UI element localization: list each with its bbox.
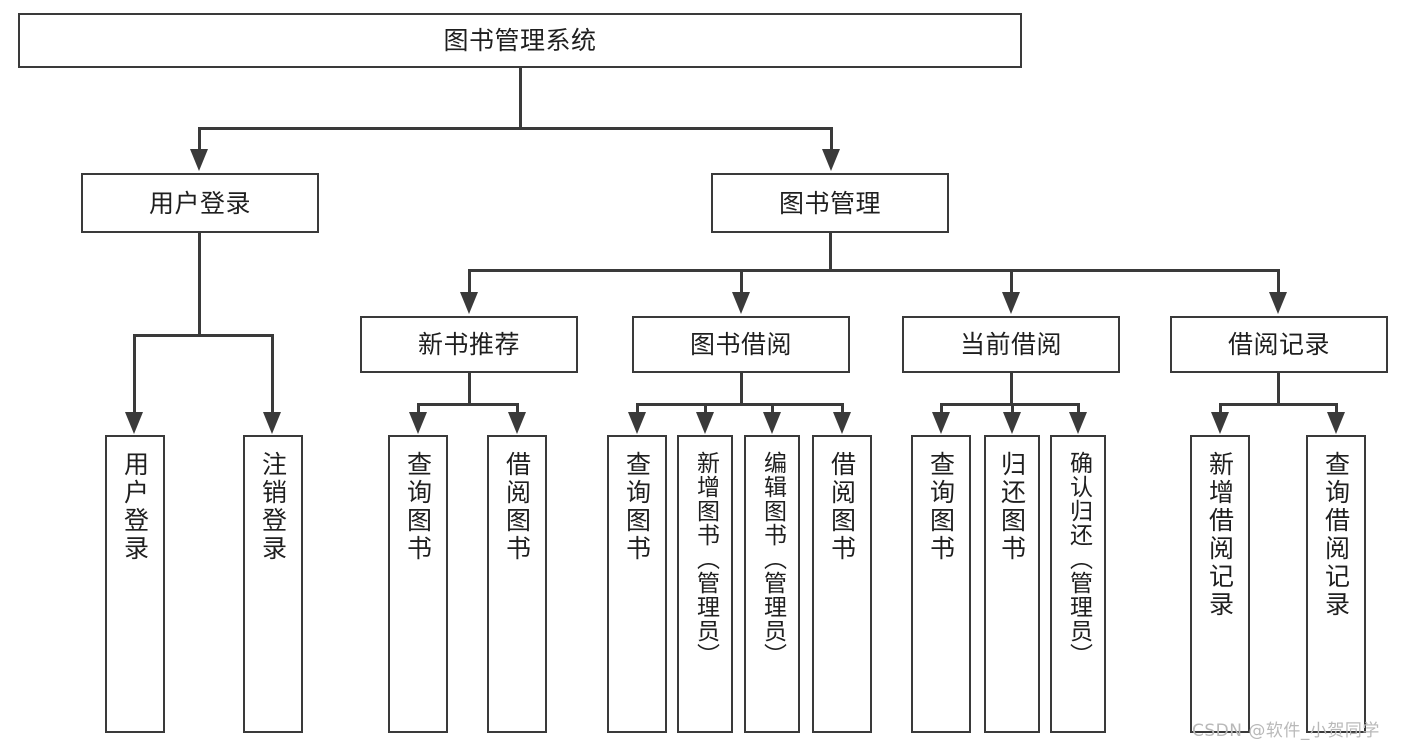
leaf-query-book-recommend[interactable]: 查询图书	[388, 435, 448, 733]
arrowhead-to-leaf-return-book	[1003, 412, 1021, 434]
arrowhead-to-leaf-query-book-rec	[409, 412, 427, 434]
leaf-add-book-admin[interactable]: 新增图书（管理员）	[677, 435, 733, 733]
connector-current-borrow-drop-1	[940, 403, 943, 413]
connector-book-borrow-trunk	[740, 373, 743, 405]
connector-root-left-drop	[198, 127, 201, 151]
connector-book-borrow-drop-1	[636, 403, 639, 413]
leaf-borrow-book[interactable]: 借阅图书	[812, 435, 872, 733]
node-label: 借阅图书	[502, 451, 532, 563]
node-label: 图书借阅	[689, 330, 792, 359]
connector-book-manage-trunk	[829, 233, 832, 271]
leaf-confirm-return-admin[interactable]: 确认归还（管理员）	[1050, 435, 1106, 733]
connector-root-right-drop	[830, 127, 833, 151]
node-new-book-recommend[interactable]: 新书推荐	[360, 316, 578, 373]
connector-new-book-rec-bar	[417, 403, 519, 406]
node-book-management[interactable]: 图书管理	[711, 173, 949, 233]
arrowhead-to-book-borrow	[732, 292, 750, 314]
arrowhead-to-leaf-logout	[263, 412, 281, 434]
connector-borrow-record-bar	[1219, 403, 1337, 406]
connector-current-borrow-drop-3	[1077, 403, 1080, 413]
leaf-logout-login[interactable]: 注销登录	[243, 435, 303, 733]
node-label: 新增图书（管理员）	[692, 451, 719, 667]
node-label: 注销登录	[258, 451, 288, 563]
arrowhead-to-leaf-edit-book-admin	[763, 412, 781, 434]
node-label: 新增借阅记录	[1205, 451, 1235, 619]
connector-new-book-rec-trunk	[468, 373, 471, 405]
connector-book-manage-drop-3	[1010, 269, 1013, 293]
arrowhead-to-current-borrow	[1002, 292, 1020, 314]
leaf-user-login[interactable]: 用户登录	[105, 435, 165, 733]
connector-current-borrow-drop-2	[1011, 403, 1014, 413]
node-label: 确认归还（管理员）	[1065, 451, 1092, 667]
connector-book-manage-bar	[468, 269, 1279, 272]
connector-user-login-drop-1	[133, 334, 136, 413]
node-label: 查询图书	[622, 451, 652, 563]
arrowhead-to-book-manage	[822, 149, 840, 171]
node-label: 图书管理系统	[443, 26, 597, 55]
arrowhead-to-leaf-borrow-book-rec	[508, 412, 526, 434]
arrowhead-to-leaf-add-book-admin	[696, 412, 714, 434]
node-book-management-system[interactable]: 图书管理系统	[18, 13, 1022, 68]
leaf-return-book[interactable]: 归还图书	[984, 435, 1040, 733]
arrowhead-to-leaf-borrow-book	[833, 412, 851, 434]
node-label: 归还图书	[997, 451, 1027, 563]
connector-book-borrow-drop-3	[771, 403, 774, 413]
node-label: 查询借阅记录	[1321, 451, 1351, 619]
node-label: 查询图书	[403, 451, 433, 563]
node-current-borrow[interactable]: 当前借阅	[902, 316, 1120, 373]
arrowhead-to-new-book-rec	[460, 292, 478, 314]
leaf-query-book-borrow[interactable]: 查询图书	[607, 435, 667, 733]
node-label: 新书推荐	[417, 330, 520, 359]
leaf-query-borrow-record[interactable]: 查询借阅记录	[1306, 435, 1366, 733]
connector-book-borrow-drop-4	[841, 403, 844, 413]
connector-root-trunk	[519, 68, 522, 128]
arrowhead-to-user-login	[190, 149, 208, 171]
connector-new-book-rec-drop-1	[417, 403, 420, 413]
node-borrow-record[interactable]: 借阅记录	[1170, 316, 1388, 373]
connector-user-login-drop-2	[271, 334, 274, 413]
arrowhead-to-leaf-query-book-current	[932, 412, 950, 434]
connector-borrow-record-drop-2	[1335, 403, 1338, 413]
arrowhead-to-leaf-user-login	[125, 412, 143, 434]
watermark-csdn: CSDN @软件_小贺同学	[1192, 721, 1380, 741]
connector-book-borrow-drop-2	[704, 403, 707, 413]
arrowhead-to-leaf-query-book-borrow	[628, 412, 646, 434]
arrowhead-to-leaf-query-borrow-record	[1327, 412, 1345, 434]
connector-current-borrow-trunk	[1010, 373, 1013, 405]
connector-book-manage-drop-4	[1277, 269, 1280, 293]
node-label: 借阅记录	[1227, 330, 1330, 359]
node-user-login[interactable]: 用户登录	[81, 173, 319, 233]
connector-book-borrow-bar	[636, 403, 842, 406]
node-label: 当前借阅	[959, 330, 1062, 359]
connector-user-login-bar	[133, 334, 271, 337]
connector-current-borrow-bar	[940, 403, 1078, 406]
connector-borrow-record-drop-1	[1219, 403, 1222, 413]
node-label: 用户登录	[120, 451, 150, 563]
leaf-edit-book-admin[interactable]: 编辑图书（管理员）	[744, 435, 800, 733]
connector-user-login-trunk	[198, 233, 201, 335]
leaf-borrow-book-recommend[interactable]: 借阅图书	[487, 435, 547, 733]
connector-book-manage-drop-2	[740, 269, 743, 293]
node-label: 图书管理	[778, 188, 881, 218]
leaf-add-borrow-record[interactable]: 新增借阅记录	[1190, 435, 1250, 733]
node-label: 编辑图书（管理员）	[759, 451, 786, 667]
arrowhead-to-borrow-record	[1269, 292, 1287, 314]
node-label: 用户登录	[148, 188, 251, 218]
node-label: 借阅图书	[827, 451, 857, 563]
connector-borrow-record-trunk	[1277, 373, 1280, 405]
connector-new-book-rec-drop-2	[516, 403, 519, 413]
connector-book-manage-drop-1	[468, 269, 471, 293]
leaf-query-book-current[interactable]: 查询图书	[911, 435, 971, 733]
arrowhead-to-leaf-add-borrow-record	[1211, 412, 1229, 434]
node-label: 查询图书	[926, 451, 956, 563]
node-book-borrow[interactable]: 图书借阅	[632, 316, 850, 373]
connector-root-bar	[198, 127, 831, 130]
arrowhead-to-leaf-confirm-return-admin	[1069, 412, 1087, 434]
